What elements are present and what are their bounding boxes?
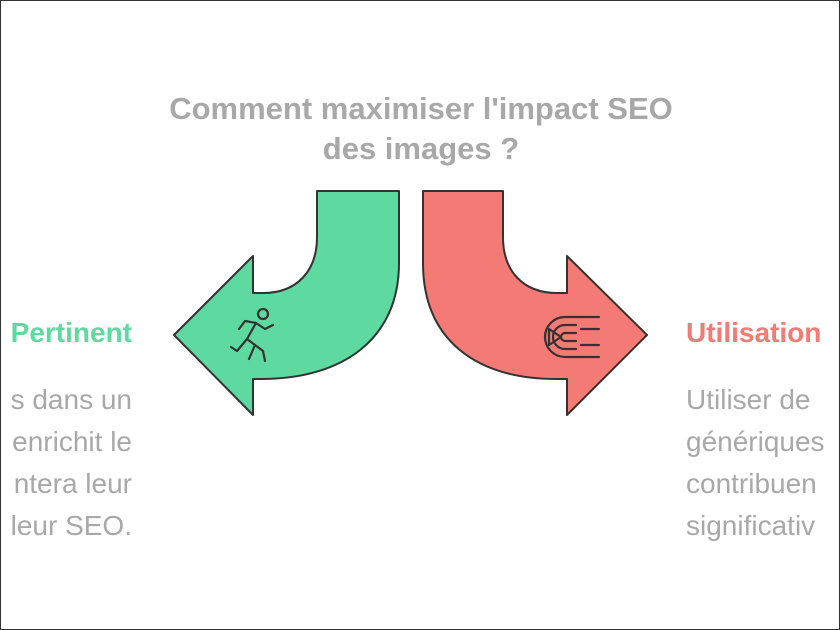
left-arrow [173,190,400,416]
target-arrow-icon [543,315,601,359]
running-person-icon [229,307,275,363]
right-description-line: significativ [686,510,816,541]
right-option-description: Utiliser de génériques contribuen signif… [686,379,825,547]
right-description-line: Utiliser de [686,384,811,415]
left-option-description: s dans un enrichit le ntera leur leur SE… [11,379,132,547]
title-line-1: Comment maximiser l'impact SEO [169,91,673,126]
right-arrow [422,190,648,416]
right-option-heading: Utilisation [686,317,822,348]
left-description-line: ntera leur [13,468,132,499]
left-description-line: s dans un [10,384,132,415]
right-description-line: génériques [686,426,825,457]
right-description-line: contribuen [686,468,817,499]
title-line-2: des images ? [322,131,520,166]
left-description-line: enrichit le [12,426,132,457]
left-description-line: leur SEO. [10,510,132,541]
diagram-title: Comment maximiser l'impact SEO des image… [121,89,721,169]
left-option-heading: Pertinent [10,317,132,348]
